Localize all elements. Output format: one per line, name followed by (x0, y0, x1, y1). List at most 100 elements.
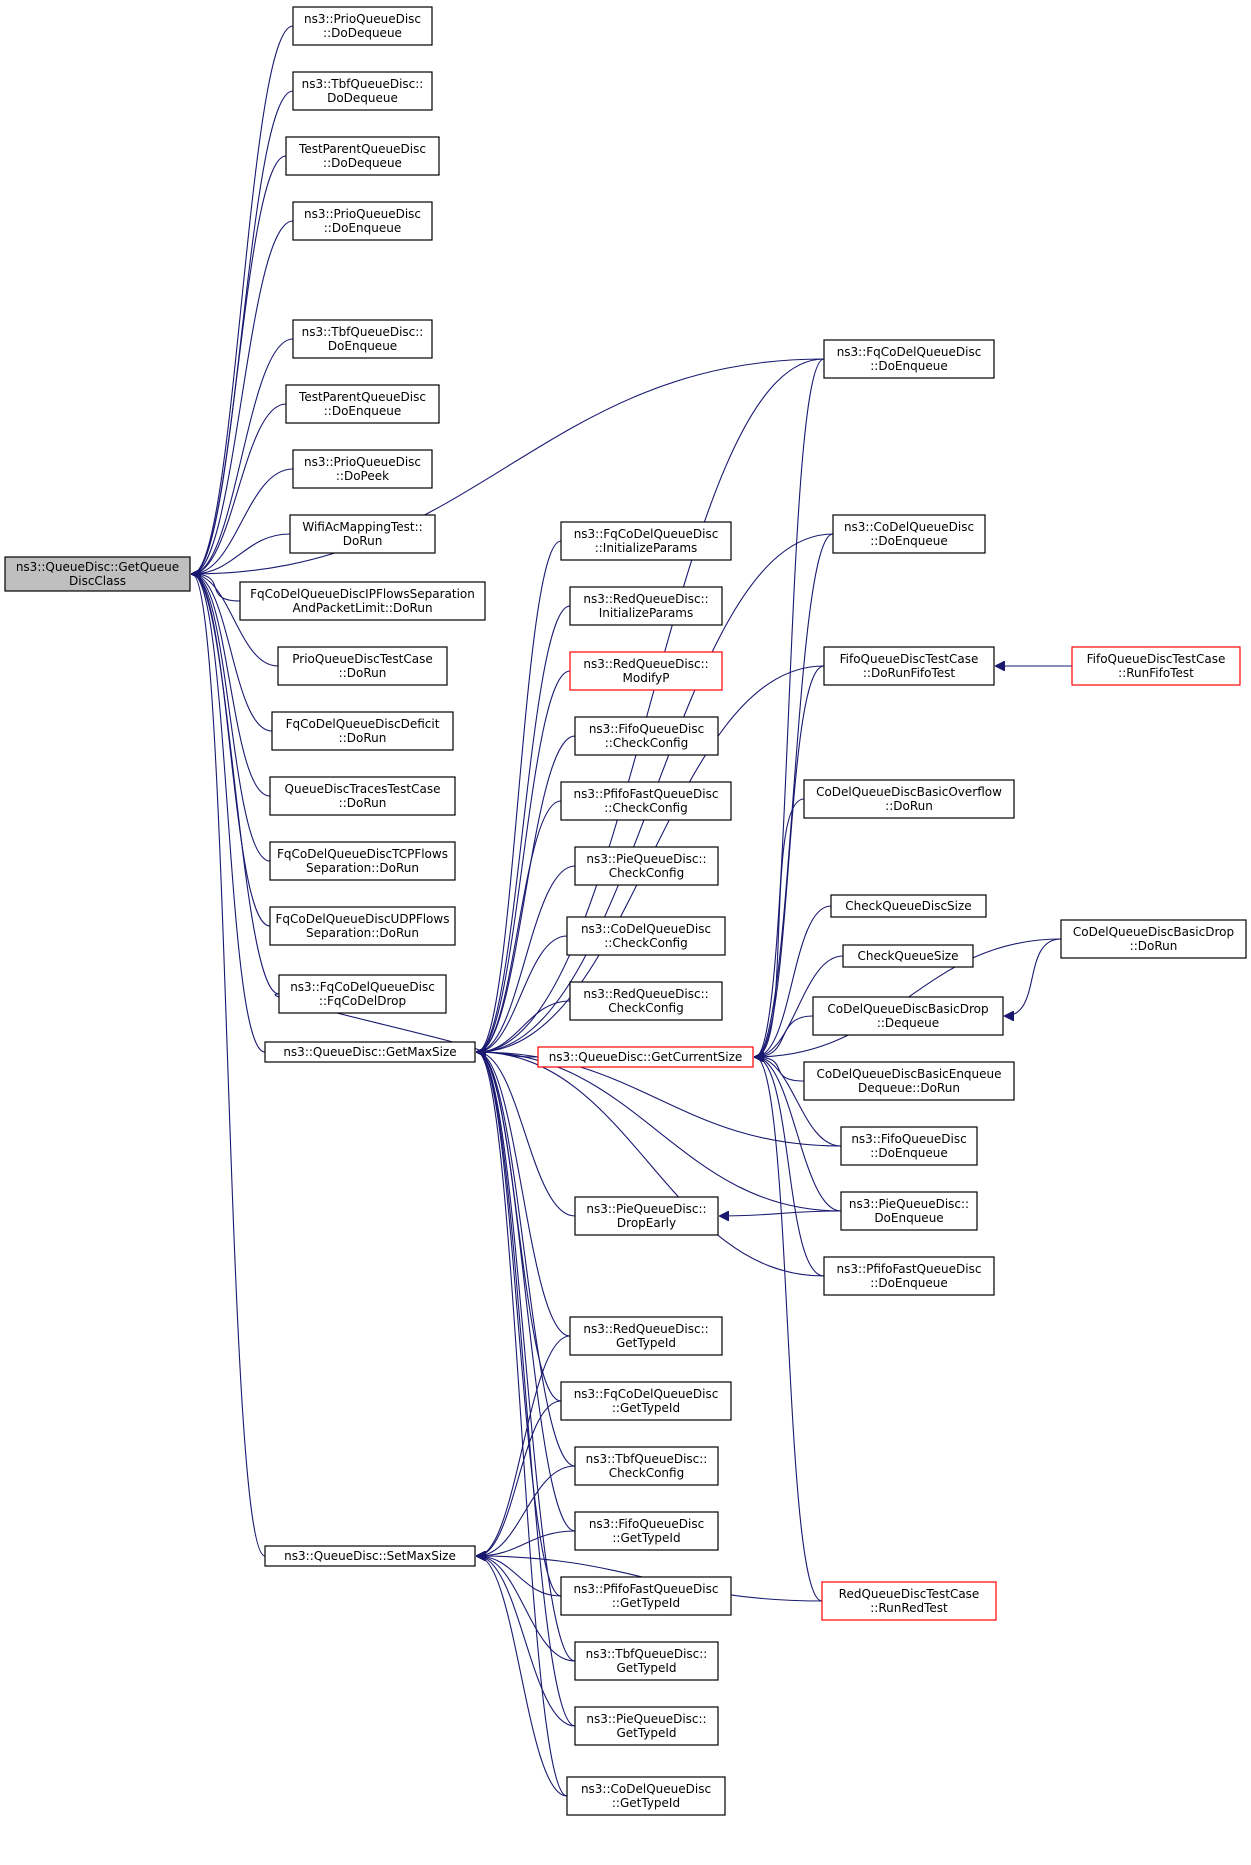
node-label: ::DoEnqueue (324, 221, 401, 235)
node-checkqueuediscsize[interactable]: CheckQueueDiscSize (830, 894, 987, 918)
node-fifoqueuedisctestcase-runfifotest[interactable]: FifoQueueDiscTestCase::RunFifoTest (1071, 646, 1241, 686)
node-ns3-piequeuedisc-dropearly[interactable]: ns3::PieQueueDisc::DropEarly (574, 1196, 719, 1236)
node-box (840, 1126, 978, 1166)
node-ns3-codelqueuedisc-checkconfig[interactable]: ns3::CoDelQueueDisc::CheckConfig (566, 916, 726, 956)
node-ns3-piequeuedisc-checkconfig[interactable]: ns3::PieQueueDisc::CheckConfig (574, 846, 719, 886)
edge-getmax-pfifo_enq (477, 1052, 825, 1277)
node-label: ns3::FifoQueueDisc (589, 722, 704, 736)
edge-getmax-pie_enq (477, 1052, 842, 1212)
node-label: DropEarly (617, 1216, 676, 1230)
node-ns3-prioqueuedisc-doenqueue[interactable]: ns3::PrioQueueDisc::DoEnqueue (292, 201, 433, 241)
node-fqcodelqueuediscdeficit-dorun[interactable]: FqCoDelQueueDiscDeficit::DoRun (271, 711, 454, 751)
node-label: FqCoDelQueueDiscTCPFlows (277, 847, 448, 861)
edge-line (477, 1052, 576, 1662)
node-label: WifiAcMappingTest:: (302, 520, 422, 534)
node-box (566, 916, 726, 956)
node-ns3-pfifofastqueuedisc-gettypeid[interactable]: ns3::PfifoFastQueueDisc::GetTypeId (560, 1576, 732, 1616)
edge-line (477, 358, 825, 1052)
edge-root-prio_deq (192, 25, 294, 574)
node-codelqueuediscbasicoverflow-dorun[interactable]: CoDelQueueDiscBasicOverflow::DoRun (803, 779, 1015, 819)
node-ns3-prioqueuedisc-dodequeue[interactable]: ns3::PrioQueueDisc::DoDequeue (292, 6, 433, 46)
node-label: ::DoRun (1130, 939, 1178, 953)
node-ns3-codelqueuedisc-gettypeid[interactable]: ns3::CoDelQueueDisc::GetTypeId (566, 1776, 726, 1816)
node-ns3-prioqueuedisc-dopeek[interactable]: ns3::PrioQueueDisc::DoPeek (292, 449, 433, 489)
edge-line (477, 1052, 842, 1212)
node-box (574, 1511, 719, 1551)
node-label: FifoQueueDiscTestCase (1087, 652, 1226, 666)
node-ns3-fifoqueuedisc-gettypeid[interactable]: ns3::FifoQueueDisc::GetTypeId (574, 1511, 719, 1551)
node-ns3-fqcodelqueuedisc-gettypeid[interactable]: ns3::FqCoDelQueueDisc::GetTypeId (560, 1381, 732, 1421)
edge-getcur-pfifo_enq (755, 1057, 825, 1277)
node-ns3-tbfqueuedisc-checkconfig[interactable]: ns3::TbfQueueDisc::CheckConfig (574, 1446, 719, 1486)
node-box (566, 1776, 726, 1816)
node-ns3-fqcodelqueuedisc-initializeparams[interactable]: ns3::FqCoDelQueueDisc::InitializeParams (560, 521, 732, 561)
node-testparentqueuedisc-dodequeue[interactable]: TestParentQueueDisc::DoDequeue (285, 136, 440, 176)
node-ns3-pfifofastqueuedisc-checkconfig[interactable]: ns3::PfifoFastQueueDisc::CheckConfig (560, 781, 732, 821)
node-testparentqueuedisc-doenqueue[interactable]: TestParentQueueDisc::DoEnqueue (285, 384, 440, 424)
node-label: DoRun (343, 534, 383, 548)
node-label: ::CheckConfig (605, 736, 689, 750)
node-ns3-fifoqueuedisc-checkconfig[interactable]: ns3::FifoQueueDisc::CheckConfig (574, 716, 719, 756)
node-checkqueuesize[interactable]: CheckQueueSize (842, 944, 974, 968)
node-label: ns3::FqCoDelQueueDisc (574, 1387, 719, 1401)
node-ns3-redqueuedisc-initializeparams[interactable]: ns3::RedQueueDisc::InitializeParams (569, 586, 723, 626)
edge-getcur-fq_enq (755, 358, 825, 1057)
node-box (560, 521, 732, 561)
node-ns3-fqcodelqueuedisc-fqcodeldrop[interactable]: ns3::FqCoDelQueueDisc::FqCoDelDrop (278, 974, 447, 1014)
edge-line (192, 574, 273, 732)
edge-setmax-tbf_tid (477, 1556, 576, 1662)
node-label: QueueDiscTracesTestCase (285, 782, 441, 796)
node-ns3-queuedisc-getmaxsize[interactable]: ns3::QueueDisc::GetMaxSize (264, 1041, 476, 1063)
node-label: ModifyP (623, 671, 670, 685)
node-fqcodelqueuediscipflowsseparation-andpacketlimit-dorun[interactable]: FqCoDelQueueDiscIPFlowsSeparationAndPack… (239, 581, 486, 621)
node-ns3-queuedisc-setmaxsize[interactable]: ns3::QueueDisc::SetMaxSize (264, 1545, 476, 1567)
node-queuedisctracestestcase-dorun[interactable]: QueueDiscTracesTestCase::DoRun (269, 776, 456, 816)
node-label: FqCoDelQueueDiscDeficit (286, 717, 440, 731)
node-box (292, 449, 433, 489)
node-box (264, 1545, 476, 1567)
edge-root-fq_def (192, 574, 273, 732)
node-box (560, 1576, 732, 1616)
node-ns3-queuedisc-getcurrentsize[interactable]: ns3::QueueDisc::GetCurrentSize (537, 1046, 754, 1068)
node-box (560, 1381, 732, 1421)
node-ns3-redqueuedisc-checkconfig[interactable]: ns3::RedQueueDisc::CheckConfig (569, 981, 723, 1021)
node-ns3-tbfqueuedisc-dodequeue[interactable]: ns3::TbfQueueDisc::DoDequeue (292, 71, 433, 111)
node-ns3-fifoqueuedisc-doenqueue[interactable]: ns3::FifoQueueDisc::DoEnqueue (840, 1126, 978, 1166)
node-label: ::CheckConfig (604, 936, 688, 950)
node-ns3-fqcodelqueuedisc-doenqueue[interactable]: ns3::FqCoDelQueueDisc::DoEnqueue (823, 339, 995, 379)
node-prioqueuedisctestcase-dorun[interactable]: PrioQueueDiscTestCase::DoRun (277, 646, 448, 686)
node-fifoqueuedisctestcase-dorunfifotest[interactable]: FifoQueueDiscTestCase::DoRunFifoTest (823, 646, 995, 686)
node-ns3-redqueuedisc-modifyp[interactable]: ns3::RedQueueDisc::ModifyP (569, 651, 723, 691)
node-ns3-tbfqueuedisc-doenqueue[interactable]: ns3::TbfQueueDisc::DoEnqueue (292, 319, 433, 359)
node-label: GetTypeId (616, 1726, 676, 1740)
edge-root-prio_tc (192, 574, 279, 667)
node-label: ::CheckConfig (604, 801, 688, 815)
node-label: ns3::FqCoDelQueueDisc (290, 980, 435, 994)
node-label: ns3::FqCoDelQueueDisc (837, 345, 982, 359)
node-ns3-piequeuedisc-gettypeid[interactable]: ns3::PieQueueDisc::GetTypeId (574, 1706, 719, 1746)
node-fqcodelqueuedisctcpflows-separation-dorun[interactable]: FqCoDelQueueDiscTCPFlowsSeparation::DoRu… (269, 841, 456, 881)
node-ns3-redqueuedisc-gettypeid[interactable]: ns3::RedQueueDisc::GetTypeId (569, 1316, 723, 1356)
node-codelqueuediscbasicdrop-dequeue[interactable]: CoDelQueueDiscBasicDrop::Dequeue (812, 996, 1004, 1036)
edge-line (477, 670, 571, 1052)
edge-getcur-fifo_enq (755, 1057, 842, 1147)
edge-line (477, 1556, 576, 1662)
node-box (840, 1191, 978, 1231)
node-box (269, 906, 456, 946)
node-wifiacmappingtest-dorun[interactable]: WifiAcMappingTest::DoRun (289, 514, 436, 554)
node-fqcodelqueuediscudpflows-separation-dorun[interactable]: FqCoDelQueueDiscUDPFlowsSeparation::DoRu… (269, 906, 456, 946)
edge-setmax-fifo_tid (477, 1530, 576, 1556)
node-redqueuedisctestcase-runredtest[interactable]: RedQueueDiscTestCase::RunRedTest (821, 1581, 997, 1621)
node-codelqueuediscbasicdrop-dorun[interactable]: CoDelQueueDiscBasicDrop::DoRun (1060, 919, 1247, 959)
node-label: GetTypeId (616, 1661, 676, 1675)
node-label: GetTypeId (616, 1336, 676, 1350)
node-ns3-tbfqueuedisc-gettypeid[interactable]: ns3::TbfQueueDisc::GetTypeId (574, 1641, 719, 1681)
node-ns3-pfifofastqueuedisc-doenqueue[interactable]: ns3::PfifoFastQueueDisc::DoEnqueue (823, 1256, 995, 1296)
node-ns3-codelqueuedisc-doenqueue[interactable]: ns3::CoDelQueueDisc::DoEnqueue (832, 514, 986, 554)
edge-getmax-pfifo_tid (477, 1052, 562, 1597)
node-ns3-piequeuedisc-doenqueue[interactable]: ns3::PieQueueDisc::DoEnqueue (840, 1191, 978, 1231)
node-label: ::DoPeek (336, 469, 389, 483)
